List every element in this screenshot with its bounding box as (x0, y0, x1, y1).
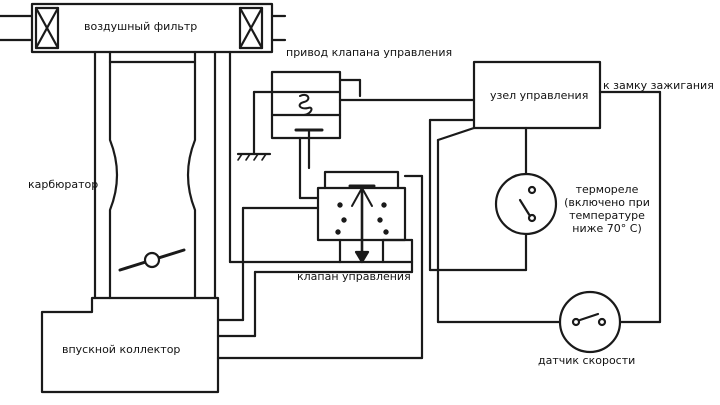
thermo-relay-label: термореле (включено при температуре ниже… (564, 183, 650, 235)
filter-element-left (34, 6, 60, 50)
air-filter-label: воздушный фильтр (84, 20, 198, 33)
air-filter (0, 2, 287, 54)
control-valve (316, 170, 414, 264)
carburetor-label: карбюратор (28, 178, 99, 191)
control-valve-label: клапан управления (297, 270, 411, 283)
speed-sensor (558, 290, 622, 354)
speed-sensor-label: датчик скорости (538, 354, 636, 367)
filter-element-right (238, 6, 264, 50)
throttle-shaft (143, 251, 161, 269)
valve-actuator-label: привод клапана управления (286, 46, 453, 59)
control-unit (472, 60, 602, 130)
electrical-wiring (338, 90, 662, 324)
control-unit-label: узел управления (490, 89, 589, 102)
ignition-label: к замку зажигания (603, 79, 714, 92)
intake-manifold (40, 296, 220, 394)
intake-manifold-label: впускной коллектор (62, 343, 181, 356)
thermo-relay (494, 172, 558, 236)
valve-actuator (236, 70, 342, 170)
vacuum-lines (216, 50, 424, 360)
carburetor (93, 50, 217, 300)
